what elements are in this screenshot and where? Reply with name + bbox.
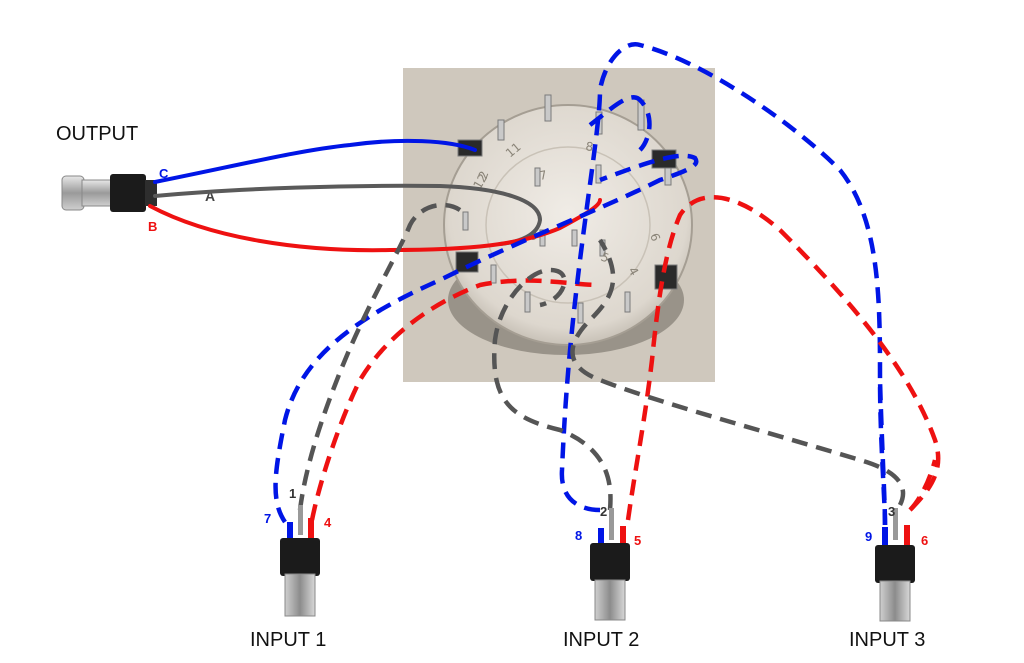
switch-number-8: 8 [584,139,594,154]
switch-number-7: 7 [538,168,548,183]
input1-thread [284,573,316,617]
wire-input1-red [309,278,601,521]
wire-input2-gray [492,267,613,511]
input3-tab-red [904,525,910,547]
input3-pin-blue-label: 9 [865,529,872,544]
switch-inner-ring [485,146,651,304]
input-jack-3: 9 3 6 INPUT 3 [849,504,928,651]
input2-label: INPUT 2 [563,629,639,651]
input-wires [273,42,941,526]
wire-input1-blue [273,153,699,524]
input1-tab-gray [298,505,303,535]
input-jack-2: 8 2 5 INPUT 2 [563,504,641,651]
rotary-switch-photo: 11 12 2 8 9 6 5 7 4 [403,68,715,382]
input1-pin-blue-label: 7 [264,511,271,526]
output-jack-body [145,180,157,206]
wire-output-a-gray [153,183,543,246]
input3-tab-gray [893,508,898,540]
output-jack: OUTPUT C A B [56,123,215,234]
input-jack-1: 7 1 4 INPUT 1 [250,486,332,651]
switch-number-2: 2 [476,169,492,181]
wire-switch-blue-loop [588,95,652,152]
output-pin-a-label: A [205,188,215,204]
input3-tab-blue [882,527,888,545]
input2-nut [590,543,630,581]
output-jack-thread [81,179,113,207]
input2-pin-red-label: 5 [634,533,641,548]
input1-tab-red [308,518,314,540]
switch-number-5: 5 [599,250,611,266]
wire-input3-blue [877,379,888,526]
output-pin-c-label: C [159,166,169,181]
input2-thread [594,579,626,621]
wire-input2-blue [559,42,888,526]
input3-thread [879,580,911,622]
input2-tab-blue [598,528,604,544]
input3-label: INPUT 3 [849,629,925,651]
wire-input3-red [908,459,938,512]
input3-pin-red-label: 6 [921,533,928,548]
output-jack-nut [110,174,146,212]
input2-tab-gray [609,508,614,540]
input1-nut [280,538,320,576]
input1-pin-red-label: 4 [324,515,332,530]
wire-input1-gray [297,202,462,511]
wire-output-c-blue [153,138,477,184]
wire-input3-gray [570,238,906,507]
output-wires [148,138,602,253]
switch-number-12: 12 [470,171,490,191]
input2-pin-blue-label: 8 [575,528,582,543]
input3-pin-gray-label: 3 [888,504,895,519]
input2-pin-gray-label: 2 [600,504,607,519]
output-label: OUTPUT [56,123,138,145]
input1-tab-blue [287,522,293,540]
input1-pin-gray-label: 1 [289,486,296,501]
output-pin-b-label: B [148,219,157,234]
wire-output-b-red [148,198,602,253]
output-jack-tip [61,175,85,211]
switch-number-6: 6 [647,231,663,243]
input2-tab-red [620,526,626,546]
wire-input2-red [625,195,941,521]
input3-nut [875,545,915,583]
input1-label: INPUT 1 [250,629,326,651]
